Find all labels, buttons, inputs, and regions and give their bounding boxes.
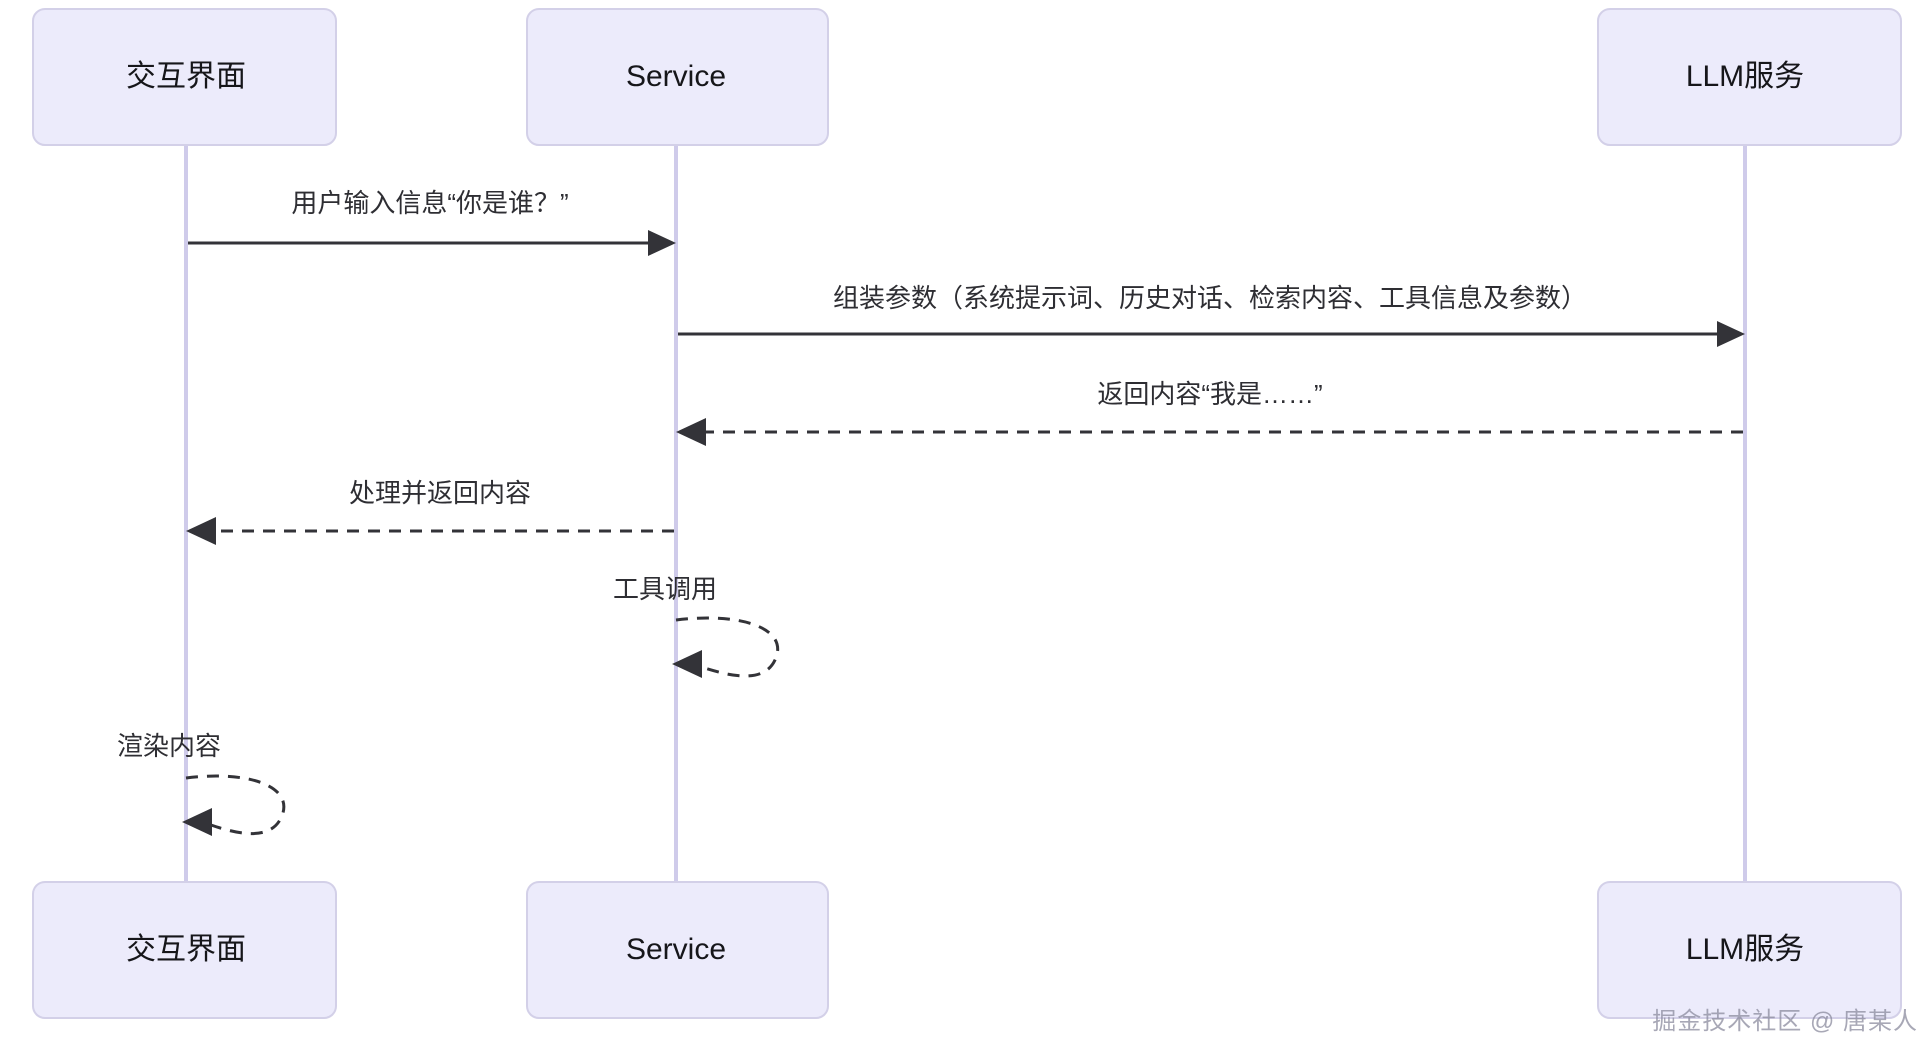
message-label: 返回内容“我是……” [1097,379,1322,409]
participant-bottom-llm[interactable]: LLM服务 [1597,881,1902,1019]
message-label: 工具调用 [613,574,717,604]
participant-label: LLM服务 [1686,60,1804,93]
message-5[interactable]: 工具调用 [613,574,779,678]
message-3[interactable]: 返回内容“我是……” [676,379,1743,446]
watermark: 掘金技术社区 @ 唐某人 [1652,1008,1918,1035]
participant-top-llm[interactable]: LLM服务 [1597,8,1902,146]
participant-box[interactable] [32,881,337,1019]
participant-box[interactable] [1597,8,1902,146]
message-label: 处理并返回内容 [349,478,531,508]
participant-bottom-ui[interactable]: 交互界面 [32,881,337,1019]
arrow-head-left-icon [676,418,706,446]
participant-label: Service [626,60,726,93]
participant-label: Service [626,933,726,966]
message-label: 用户输入信息“你是谁？” [291,188,568,218]
message-label: 组装参数（系统提示词、历史对话、检索内容、工具信息及参数） [833,283,1587,313]
participant-box[interactable] [526,881,829,1019]
arrow-head-left-icon [186,517,216,545]
message-2[interactable]: 组装参数（系统提示词、历史对话、检索内容、工具信息及参数） [678,283,1745,347]
message-4[interactable]: 处理并返回内容 [186,478,674,545]
participant-bottom-service[interactable]: Service [526,881,829,1019]
bottom-participants: 交互界面 Service LLM服务 [32,881,1902,1019]
self-loop-path[interactable] [185,774,286,836]
arrow-head-right-icon [648,230,676,256]
participant-box[interactable] [1597,881,1902,1019]
message-label: 渲染内容 [117,731,221,761]
arrow-head-left-icon [672,650,702,678]
top-participants: 交互界面 Service LLM服务 [32,8,1902,146]
message-1[interactable]: 用户输入信息“你是谁？” [188,188,676,256]
participant-label: LLM服务 [1686,933,1804,966]
participant-top-service[interactable]: Service [526,8,829,146]
participant-box[interactable] [32,8,337,146]
participant-label: 交互界面 [126,933,246,966]
participant-top-ui[interactable]: 交互界面 [32,8,337,146]
self-loop-path[interactable] [675,616,779,678]
arrow-head-right-icon [1717,321,1745,347]
arrow-head-left-icon [182,808,212,836]
message-6[interactable]: 渲染内容 [117,731,286,836]
lifelines [184,136,1747,882]
participant-box[interactable] [526,8,829,146]
participant-label: 交互界面 [126,60,246,93]
